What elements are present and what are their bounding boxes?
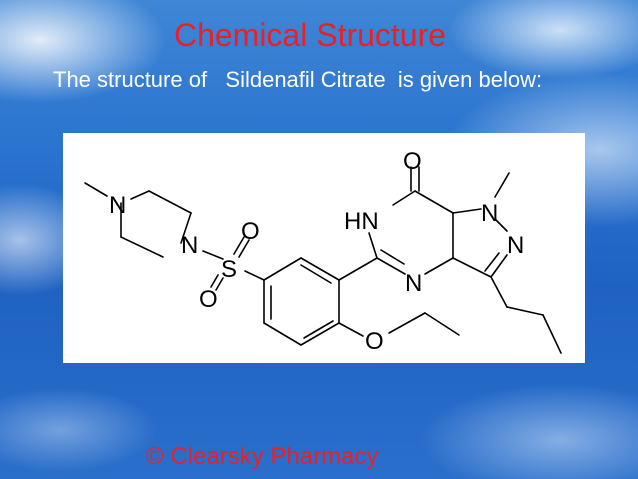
- structure-atoms: N N S O O O O HN N N N: [109, 148, 524, 355]
- bond: [120, 236, 164, 258]
- bond: [263, 257, 302, 281]
- ether-oxygen-label: O: [365, 328, 384, 355]
- bond: [380, 249, 405, 265]
- structure-bonds: [84, 166, 562, 354]
- bond: [130, 190, 150, 200]
- pyrimidine-n-label: N: [405, 270, 422, 297]
- bond: [202, 250, 224, 260]
- bond: [506, 306, 544, 316]
- pyrazole-n2-label: N: [507, 232, 524, 259]
- bond: [338, 322, 364, 337]
- bond: [424, 257, 454, 275]
- slide-title: Chemical Structure: [173, 17, 447, 53]
- bond: [388, 312, 426, 334]
- chemical-structure-panel: N N S O O O O HN N N N: [63, 133, 585, 363]
- copyright-footer: © Clearsky Pharmacy: [146, 443, 379, 470]
- hn-label: HN: [344, 208, 379, 235]
- bond: [215, 277, 224, 291]
- bond: [490, 276, 508, 308]
- bond: [84, 182, 108, 197]
- bond: [490, 254, 508, 278]
- bond: [452, 257, 492, 278]
- sulfonyl-oxygen-top-label: O: [241, 218, 260, 245]
- bond: [392, 190, 416, 206]
- bond: [494, 172, 510, 198]
- body-text: The structure of Sildenafil Citrate is g…: [53, 67, 543, 92]
- bond: [300, 264, 332, 284]
- bond: [484, 252, 500, 272]
- piperazine-n-bottom-label: N: [181, 232, 198, 259]
- bond: [368, 232, 378, 259]
- bond: [180, 212, 192, 244]
- piperazine-n-top-label: N: [109, 192, 126, 219]
- bond: [376, 257, 406, 275]
- carbonyl-oxygen-label: O: [403, 148, 422, 175]
- bond: [338, 257, 378, 281]
- pyrazole-n1-label: N: [481, 200, 498, 227]
- bond: [148, 190, 192, 214]
- sulfonyl-oxygen-bottom-label: O: [199, 286, 218, 313]
- bond: [494, 218, 508, 232]
- bond: [210, 274, 219, 288]
- sildenafil-structure-diagram: N N S O O O O HN N N N: [84, 148, 562, 355]
- bond: [263, 322, 302, 346]
- bond: [424, 312, 460, 336]
- bond: [303, 320, 334, 339]
- bond: [238, 239, 250, 258]
- bond: [233, 236, 245, 255]
- bond: [452, 208, 482, 214]
- bond: [300, 257, 340, 281]
- bond: [414, 190, 454, 214]
- bond: [244, 270, 265, 281]
- bond: [542, 314, 562, 354]
- bond: [300, 322, 340, 346]
- sulfur-label: S: [221, 256, 237, 283]
